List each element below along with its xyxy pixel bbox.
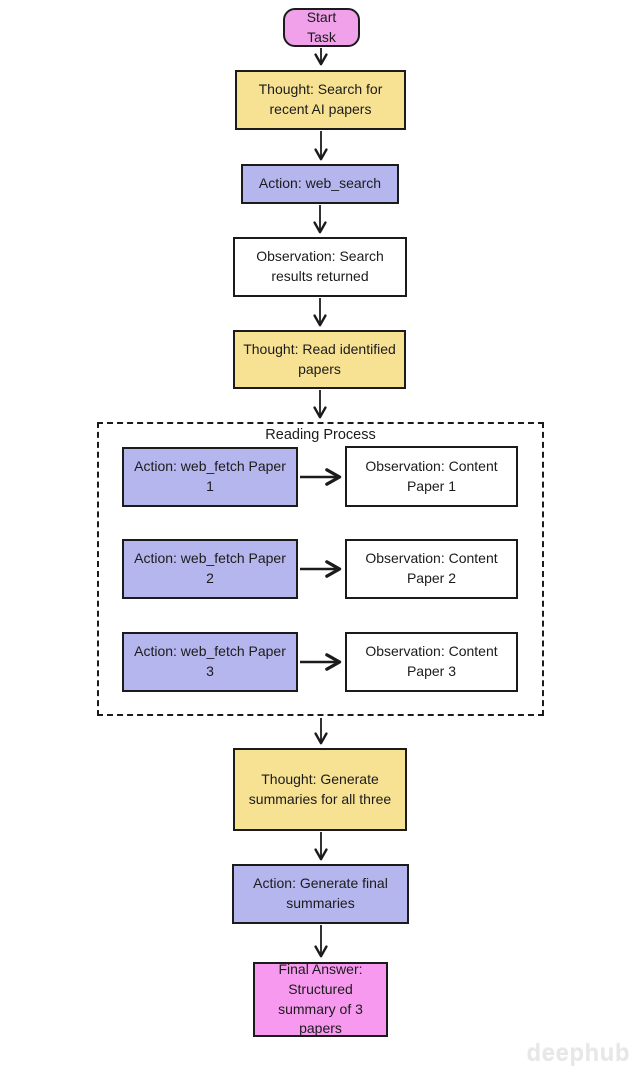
- node-thought-search: Thought: Search for recent AI papers: [235, 70, 406, 130]
- node-observation-search-results: Observation: Search results returned: [233, 237, 407, 297]
- node-thought-read-papers: Thought: Read identified papers: [233, 330, 406, 389]
- node-action-web-fetch-paper-3: Action: web_fetch Paper 3: [122, 632, 298, 692]
- node-action-web-fetch-paper-2: Action: web_fetch Paper 2: [122, 539, 298, 599]
- node-observation-content-paper-2: Observation: Content Paper 2: [345, 539, 518, 599]
- reading-process-label: Reading Process: [265, 427, 376, 443]
- node-observation-content-paper-3: Observation: Content Paper 3: [345, 632, 518, 692]
- node-action-web-fetch-paper-1: Action: web_fetch Paper 1: [122, 447, 298, 507]
- reading-process-group: [97, 422, 544, 716]
- node-action-web-search: Action: web_search: [241, 164, 399, 204]
- deephub-watermark: deephub: [526, 1040, 630, 1067]
- node-final-answer: Final Answer: Structured summary of 3 pa…: [253, 961, 388, 1037]
- node-action-generate-final-summaries: Action: Generate final summaries: [232, 864, 409, 924]
- node-start-task: Start Task: [283, 8, 360, 47]
- node-observation-content-paper-1: Observation: Content Paper 1: [345, 446, 518, 507]
- node-thought-generate-summaries: Thought: Generate summaries for all thre…: [233, 748, 407, 831]
